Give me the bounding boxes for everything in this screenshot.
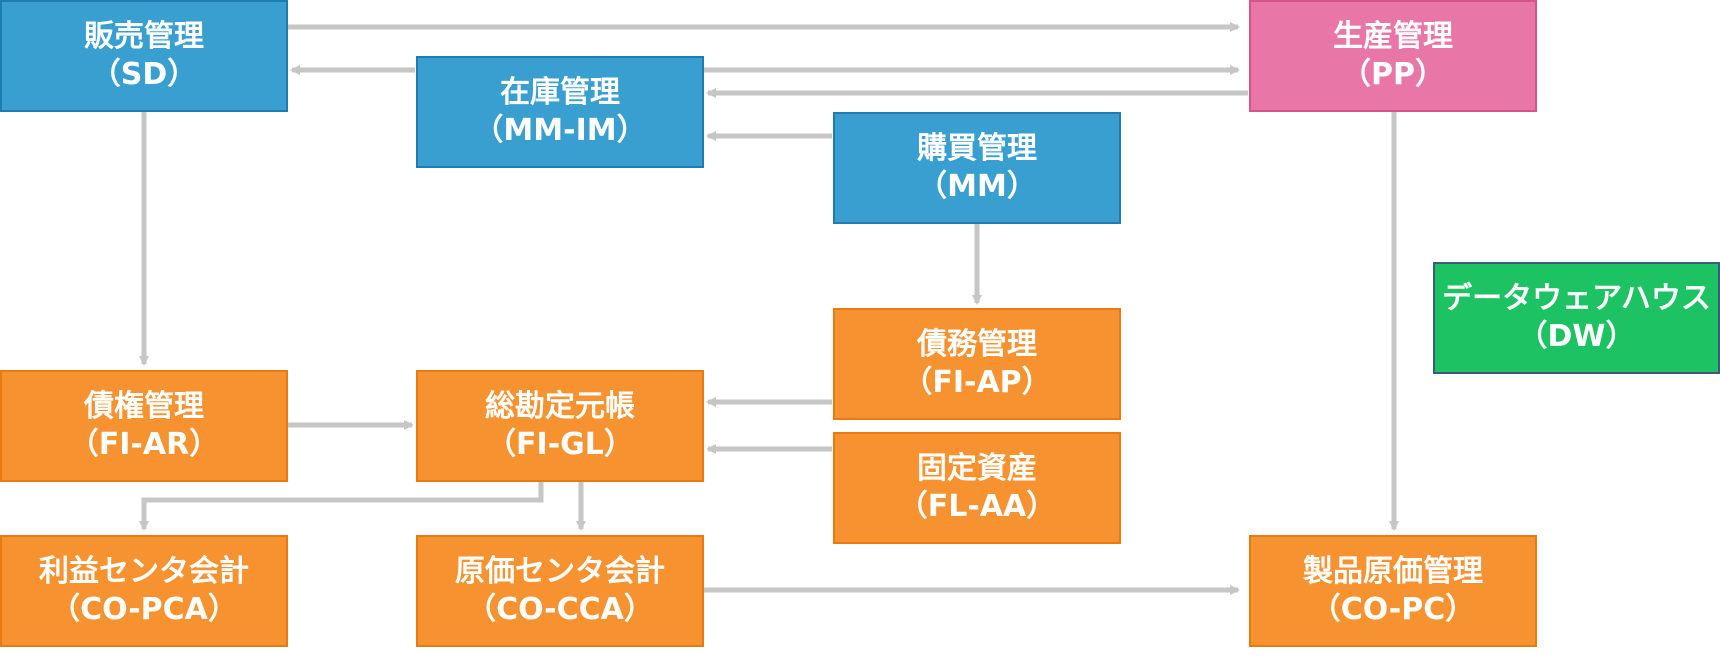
node-code: （DW） xyxy=(1517,319,1636,354)
node-code: （MM-IM） xyxy=(473,113,647,148)
node-code: （PP） xyxy=(1341,57,1445,92)
node-name: 原価センタ会計 xyxy=(455,554,665,589)
node-accounts-receivable: 債権管理 （FI-AR） xyxy=(0,370,288,482)
node-fixed-assets: 固定資産 （FL-AA） xyxy=(833,432,1121,544)
node-name: 生産管理 xyxy=(1333,19,1453,54)
node-accounts-payable: 債務管理 （FI-AP） xyxy=(833,308,1121,420)
node-name: 債務管理 xyxy=(917,327,1037,362)
node-code: （CO-CCA） xyxy=(466,592,654,627)
node-code: （CO-PC） xyxy=(1310,592,1476,627)
node-code: （MM） xyxy=(917,169,1037,204)
node-general-ledger: 総勘定元帳 （FI-GL） xyxy=(416,370,704,482)
node-product-costing: 製品原価管理 （CO-PC） xyxy=(1249,535,1537,647)
node-name: 在庫管理 xyxy=(500,75,620,110)
node-name: 固定資産 xyxy=(917,451,1037,486)
node-code: （FI-AP） xyxy=(902,365,1052,400)
node-code: （CO-PCA） xyxy=(50,592,238,627)
node-inventory-management: 在庫管理 （MM-IM） xyxy=(416,56,704,168)
node-name: 購買管理 xyxy=(917,131,1037,166)
node-name: 総勘定元帳 xyxy=(485,389,635,424)
node-purchasing-management: 購買管理 （MM） xyxy=(833,112,1121,224)
node-cost-center-accounting: 原価センタ会計 （CO-CCA） xyxy=(416,535,704,647)
node-code: （SD） xyxy=(90,57,198,92)
node-code: （FL-AA） xyxy=(897,489,1057,524)
node-code: （FI-GL） xyxy=(486,427,634,462)
node-name: 利益センタ会計 xyxy=(39,554,249,589)
node-profit-center-accounting: 利益センタ会計 （CO-PCA） xyxy=(0,535,288,647)
node-name: 債権管理 xyxy=(84,389,204,424)
node-name: 製品原価管理 xyxy=(1303,554,1483,589)
node-production-management: 生産管理 （PP） xyxy=(1249,0,1537,112)
node-code: （FI-AR） xyxy=(68,427,220,462)
node-name: データウェアハウス xyxy=(1442,281,1711,316)
node-data-warehouse: データウェアハウス （DW） xyxy=(1433,262,1720,374)
node-sales-management: 販売管理 （SD） xyxy=(0,0,288,112)
node-name: 販売管理 xyxy=(84,19,204,54)
arrow-figl-to-copca xyxy=(139,482,544,531)
